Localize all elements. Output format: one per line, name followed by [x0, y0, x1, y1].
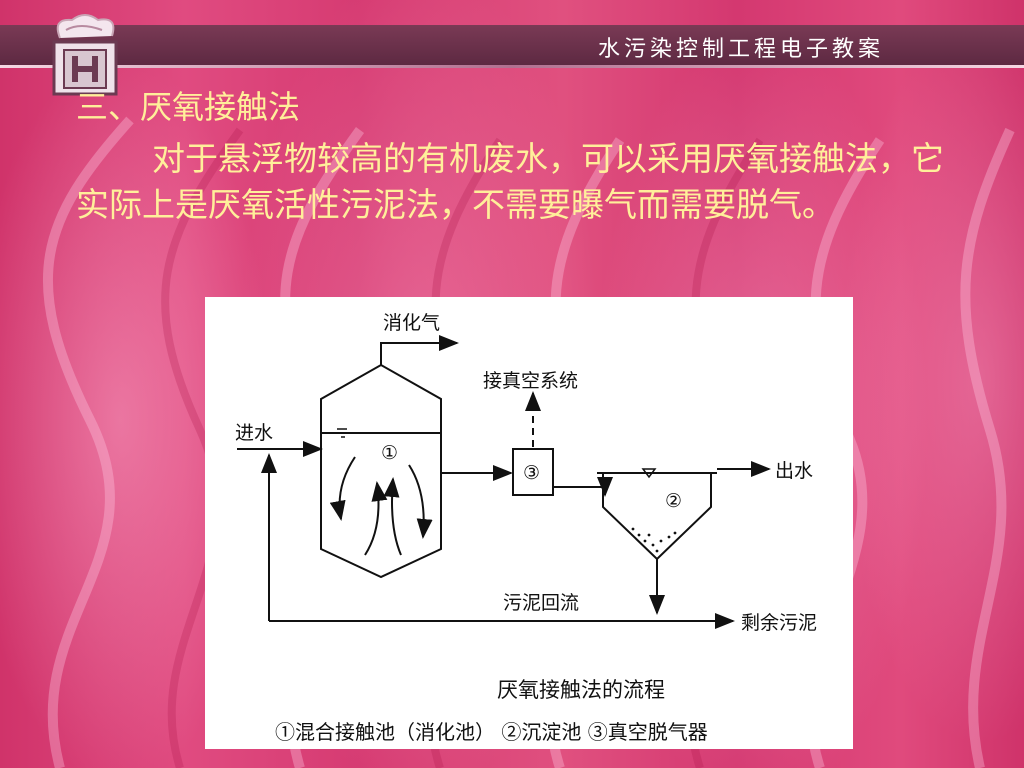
- label-effluent: 出水: [775, 460, 813, 482]
- label-vacuum-system: 接真空系统: [483, 370, 578, 392]
- digester-tank: [320, 363, 442, 579]
- header-divider: [0, 65, 1024, 68]
- label-unit-3: ③: [523, 462, 540, 484]
- anaerobic-contact-flow-diagram: 消化气 接真空系统 进水 出水 污泥回流 剩余污泥 ① ② ③ 厌氧接触法的流程…: [235, 312, 817, 744]
- vacuum-degasser: [512, 448, 554, 496]
- label-sludge-return: 污泥回流: [503, 592, 579, 614]
- diagram-caption-title: 厌氧接触法的流程: [497, 678, 665, 702]
- process-diagram: 消化气 接真空系统 进水 出水 污泥回流 剩余污泥 ① ② ③ 厌氧接触法的流程…: [205, 297, 853, 749]
- diagram-caption-legend: ①混合接触池（消化池） ②沉淀池 ③真空脱气器: [275, 720, 708, 744]
- section-heading: 三、厌氧接触法: [76, 88, 301, 126]
- mixing-arrow-right: [408, 464, 433, 539]
- label-unit-2: ②: [665, 490, 682, 512]
- mixing-arrow-center-right: [383, 477, 402, 556]
- label-influent: 进水: [235, 422, 273, 444]
- settled-sludge: [631, 527, 677, 553]
- pipe-to-clarifier: [553, 477, 613, 497]
- gas-outlet-pipe: [380, 335, 459, 365]
- mixing-arrow-left: [329, 456, 356, 521]
- dragon-book-logo-icon: [52, 14, 118, 96]
- body-paragraph: 对于悬浮物较高的有机废水，可以采用厌氧接触法，它实际上是厌氧活性污泥法，不需要曝…: [76, 139, 944, 224]
- clarifier-tank: [602, 473, 712, 561]
- label-unit-1: ①: [381, 442, 398, 464]
- course-title: 水污染控制工程电子教案: [597, 37, 884, 62]
- label-excess-sludge: 剩余污泥: [741, 612, 817, 634]
- label-gas-out: 消化气: [383, 312, 440, 334]
- header-bar: [0, 25, 1024, 65]
- mixing-arrow-center-left: [364, 481, 388, 556]
